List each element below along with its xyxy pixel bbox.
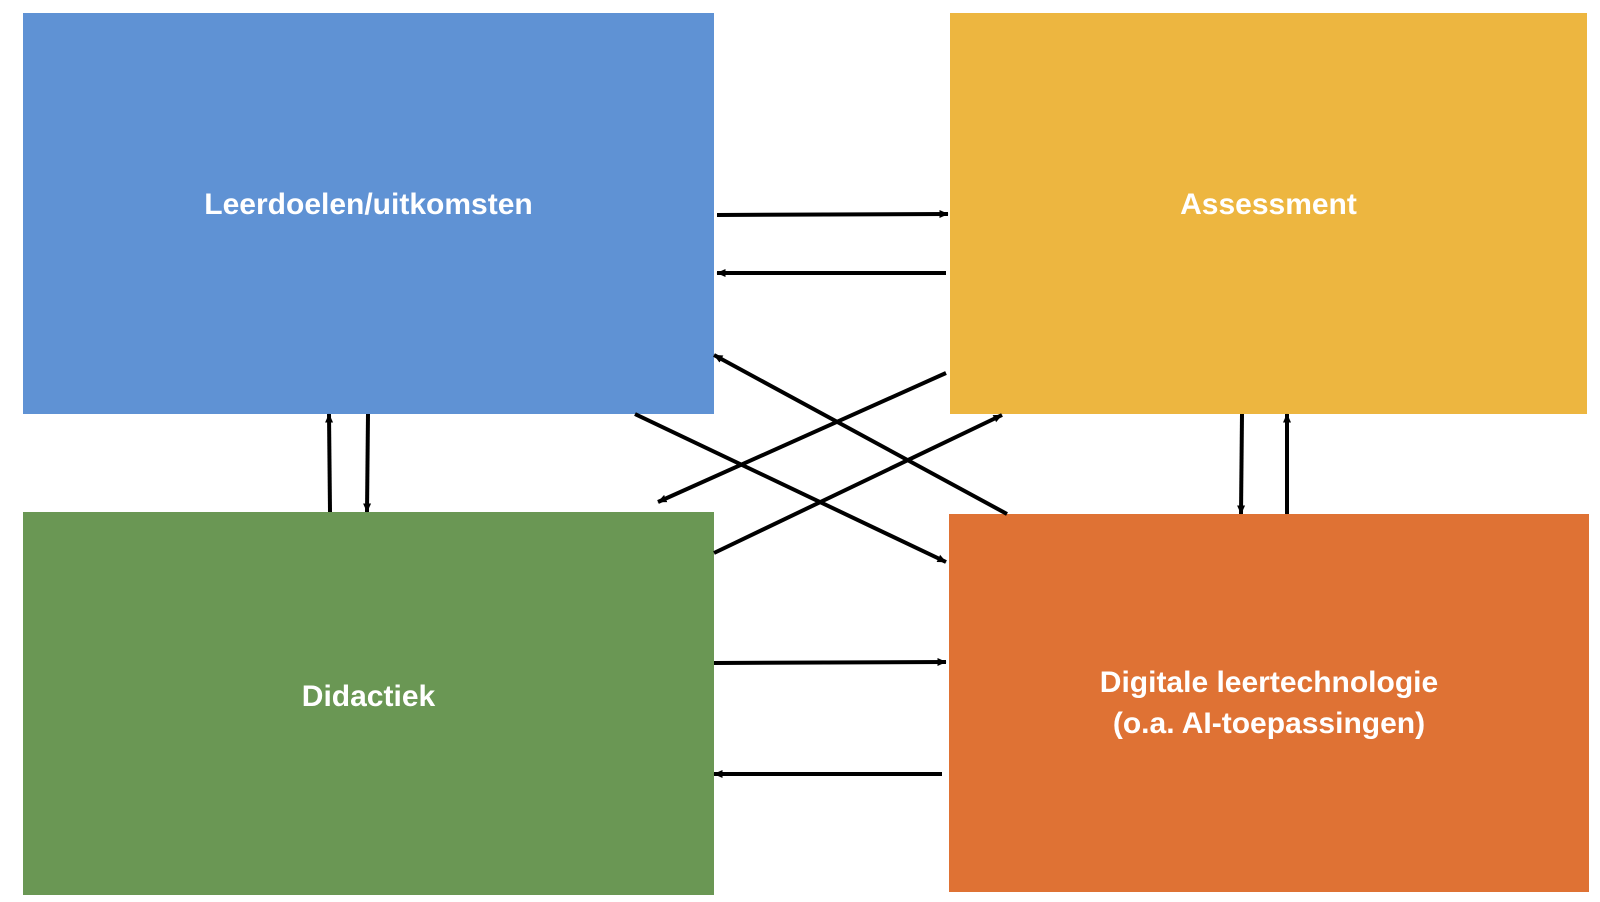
leerdoelen-box: Leerdoelen/uitkomsten <box>23 13 714 414</box>
digitale-leertechnologie-box: Digitale leertechnologie (o.a. AI-toepas… <box>949 514 1589 892</box>
arrow-didactiek-to-leerdoelen <box>325 413 334 513</box>
arrow-leerdoelen-to-assessment <box>716 210 949 219</box>
assessment-label: Assessment <box>1180 188 1357 221</box>
didactiek-label: Didactiek <box>301 679 436 713</box>
leerdoelen-label: Leerdoelen/uitkomsten <box>204 188 533 221</box>
didactiek-box: Didactiek <box>23 512 714 895</box>
arrow-leerdoelen-to-didactiek <box>363 413 372 513</box>
arrow-didactiek-to-digitaal <box>713 658 947 667</box>
assessment-box: Assessment <box>950 13 1587 414</box>
digitale-leertechnologie-label-line2: (o.a. AI-toepassingen) <box>1112 707 1426 740</box>
digitale-leertechnologie-label-line1: Digitale leertechnologie <box>1099 666 1439 699</box>
arrow-assessment-to-digitaal <box>1237 413 1246 515</box>
digitale-leertechnologie-label: Digitale leertechnologie (o.a. AI-toepas… <box>1100 662 1438 744</box>
